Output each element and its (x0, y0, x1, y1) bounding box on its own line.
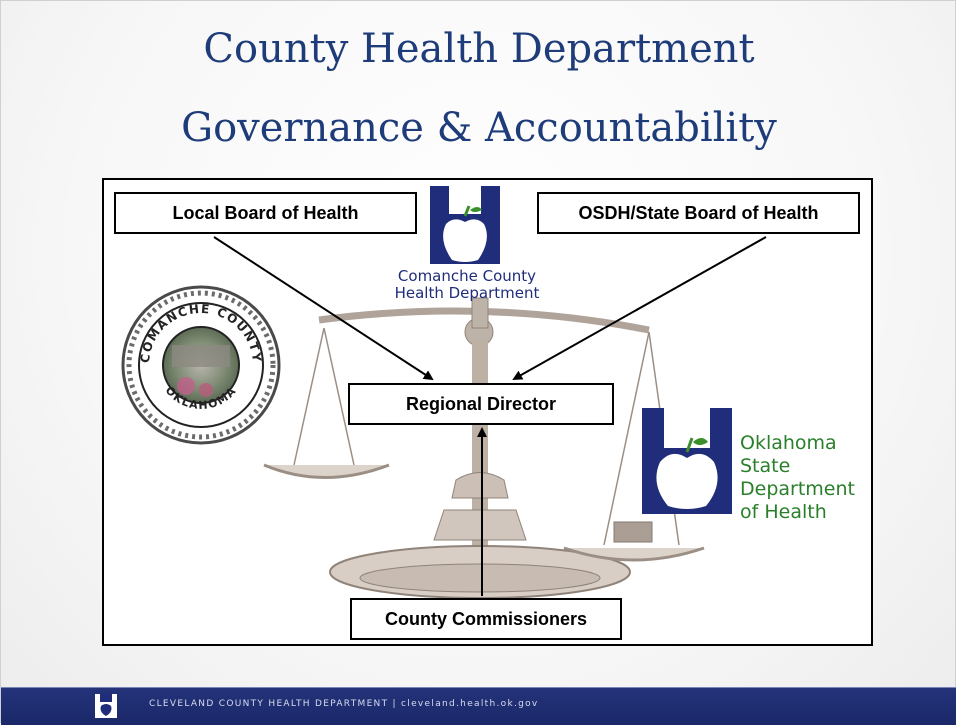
slide-title-line-2: Governance & Accountability (181, 105, 777, 151)
scales-of-justice-illustration (263, 297, 705, 599)
slide-title-line-1: County Health Department (203, 26, 755, 72)
arrow-local-board-to-director (213, 236, 434, 381)
comanche-logo-line-2: Health Department (394, 284, 540, 302)
county-commissioners-box: County Commissioners (350, 598, 622, 640)
local-board-of-health-box: Local Board of Health (114, 192, 417, 234)
footer-health-logo-icon (95, 694, 117, 718)
osdh-logo-icon (642, 408, 732, 514)
state-board-of-health-box: OSDH/State Board of Health (537, 192, 860, 234)
footer-bar: CLEVELAND COUNTY HEALTH DEPARTMENT | cle… (1, 687, 956, 725)
osdh-logo-line-2: State (740, 455, 791, 477)
osdh-logo-line-4: of Health (740, 501, 827, 523)
governance-diagram: COMANCHE COUNTY OKLAHOMA Local Board of … (102, 178, 873, 646)
comanche-logo-caption: Comanche County Health Department (378, 268, 556, 302)
osdh-logo-line-3: Department (740, 478, 855, 500)
footer-text: CLEVELAND COUNTY HEALTH DEPARTMENT | cle… (149, 699, 539, 709)
comanche-logo-line-1: Comanche County (397, 267, 537, 285)
osdh-logo-line-1: Oklahoma (740, 432, 837, 454)
arrow-state-board-to-director (512, 236, 767, 380)
comanche-health-department-logo-icon (430, 186, 500, 264)
comanche-county-seal: COMANCHE COUNTY OKLAHOMA (121, 285, 281, 445)
diagram-artwork: COMANCHE COUNTY OKLAHOMA (121, 186, 767, 599)
regional-director-box: Regional Director (348, 383, 614, 425)
